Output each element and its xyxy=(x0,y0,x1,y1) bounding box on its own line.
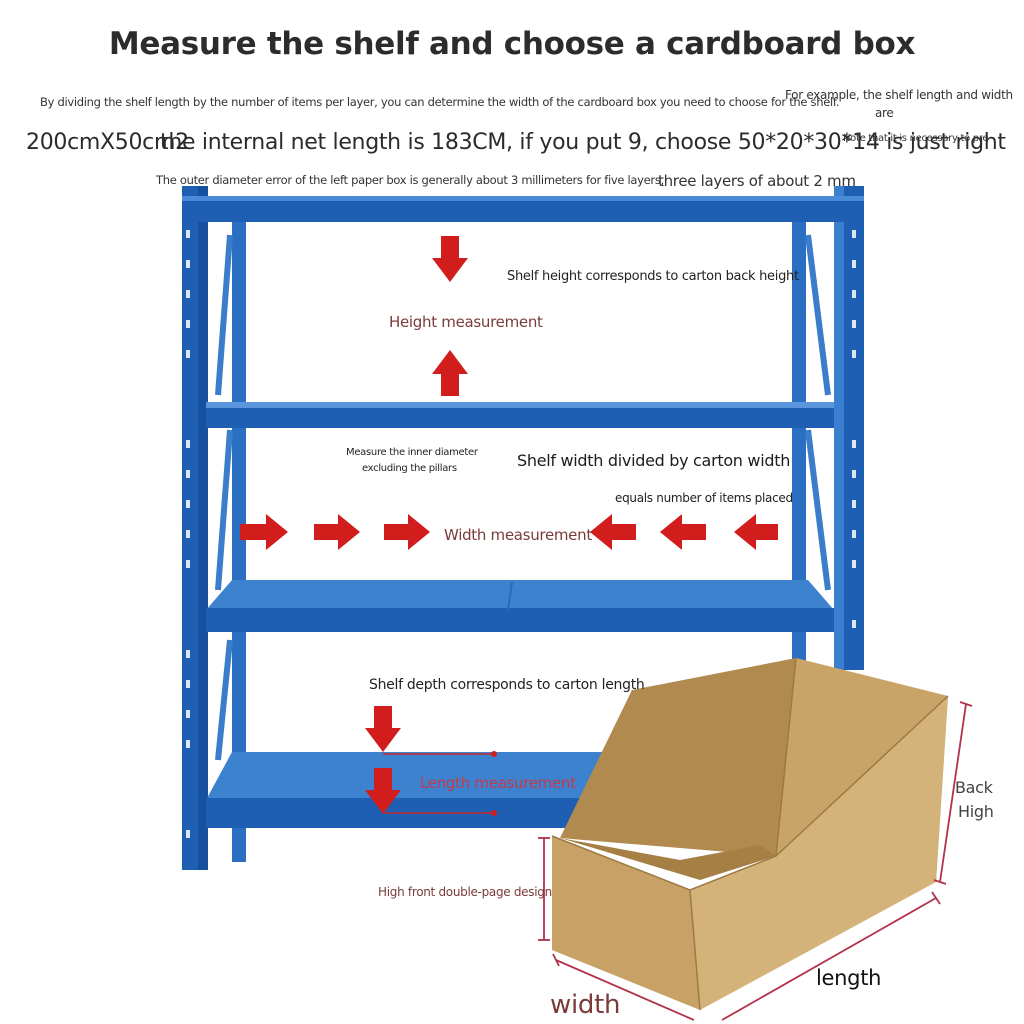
width-label: width xyxy=(550,990,621,1020)
front-high-dimension-line xyxy=(538,837,550,941)
shelf-front-post-right xyxy=(834,186,864,670)
back-label: Back xyxy=(955,778,993,797)
width-measurement-label: Width measurement xyxy=(444,526,592,544)
width-arrow-right-3 xyxy=(384,514,430,550)
width-arrow-right-2 xyxy=(314,514,360,550)
example-text-line1: For example, the shelf length and width xyxy=(785,88,1013,102)
shelf-size-text: 200cmX50cm2 xyxy=(26,130,189,155)
length-measurement-label: Length measurement xyxy=(420,774,576,792)
length-arrow-1 xyxy=(365,706,401,752)
note-text: Note that it is necessary to pre- xyxy=(843,133,992,144)
example-text-line2: are xyxy=(875,106,894,120)
shelf-height-text: Shelf height corresponds to carton back … xyxy=(507,269,799,284)
shelf-rear-post-right xyxy=(792,222,806,662)
shelf-depth-text: Shelf depth corresponds to carton length xyxy=(369,677,645,693)
inner-diameter-line2: excluding the pillars xyxy=(362,463,457,474)
shelf-front-post-left xyxy=(182,186,208,870)
inner-diameter-line1: Measure the inner diameter xyxy=(346,447,478,458)
width-arrow-left-1 xyxy=(590,514,636,550)
page-title: Measure the shelf and choose a cardboard… xyxy=(108,26,916,62)
height-arrow-down xyxy=(432,236,468,282)
cardboard-box xyxy=(551,657,949,1011)
shelf-level-3 xyxy=(206,580,834,632)
shelf-width-text: Shelf width divided by carton width xyxy=(517,451,791,470)
shelf-rear-post-left xyxy=(232,222,246,862)
length-dimension-line xyxy=(721,891,941,1021)
back-high-dimension-line xyxy=(933,701,973,885)
width-dimension-line xyxy=(552,953,695,1021)
shelf-level-bottom xyxy=(206,752,626,828)
error-note-text: The outer diameter error of the left pap… xyxy=(156,173,664,187)
high-label: High xyxy=(958,802,994,821)
width-arrow-right-1 xyxy=(240,514,288,550)
width-arrow-left-2 xyxy=(660,514,706,550)
equals-text: equals number of items placed xyxy=(615,491,793,505)
net-length-text: the internal net length is 183CM, if you… xyxy=(160,130,1006,155)
front-design-text: High front double-page design xyxy=(378,885,552,899)
shelf-top-beam xyxy=(182,196,864,222)
height-measurement-label: Height measurement xyxy=(389,313,543,331)
three-layers-text: three layers of about 2 mm xyxy=(658,172,856,190)
height-arrow-up xyxy=(432,350,468,396)
width-arrow-left-3 xyxy=(734,514,778,550)
length-arrow-2 xyxy=(365,768,401,814)
intro-text: By dividing the shelf length by the numb… xyxy=(40,95,840,109)
length-label: length xyxy=(816,966,882,990)
shelf-level-2 xyxy=(206,402,834,428)
